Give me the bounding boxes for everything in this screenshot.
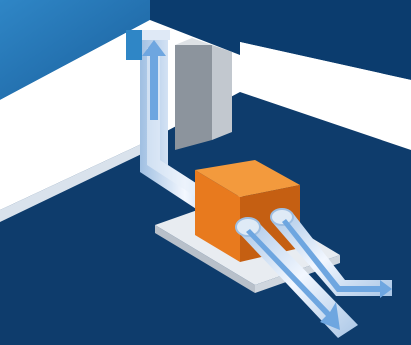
support-column <box>175 38 232 150</box>
